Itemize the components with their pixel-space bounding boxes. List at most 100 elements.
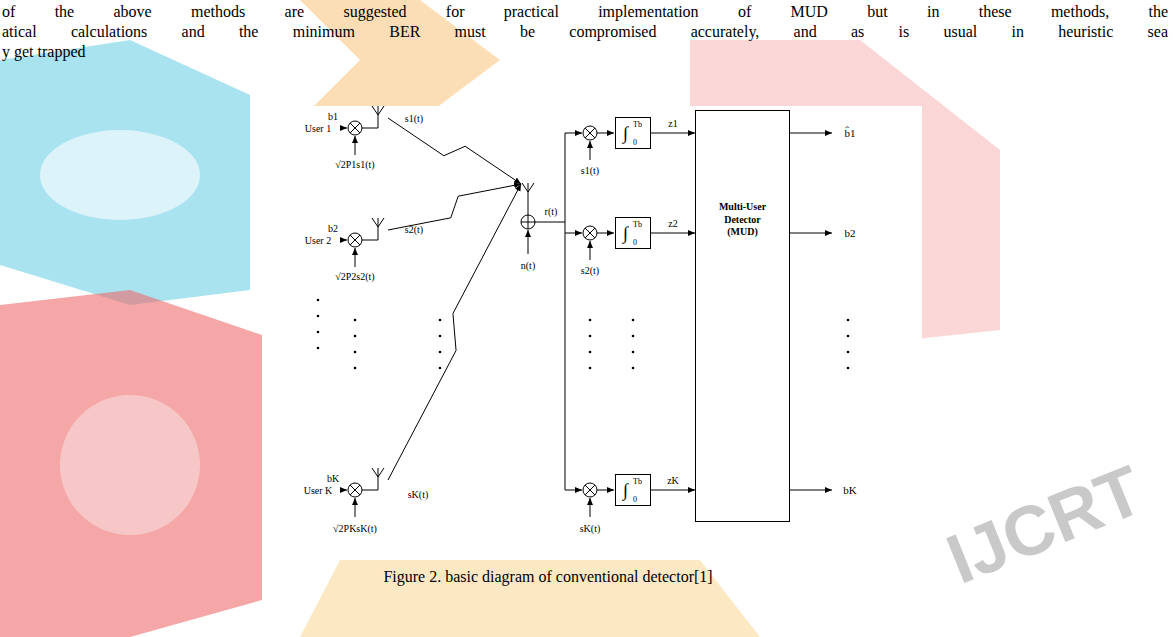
wire xyxy=(355,248,356,267)
integrator-box: ∫ Tb 0 xyxy=(615,474,651,506)
integrator-box: ∫ Tb 0 xyxy=(615,117,651,149)
multiplier-symbol xyxy=(583,483,597,497)
wire xyxy=(597,133,614,134)
ellipsis-dot xyxy=(439,319,442,322)
integral-limit: Tb xyxy=(633,121,642,129)
diagram-ground xyxy=(298,106,922,548)
ellipsis-dot xyxy=(354,335,357,338)
wire xyxy=(565,233,582,234)
sum-symbol xyxy=(521,215,535,229)
multiplier-symbol xyxy=(348,483,362,497)
wire xyxy=(378,230,379,240)
wire xyxy=(341,128,347,129)
ellipsis-dot xyxy=(354,351,357,354)
wire xyxy=(790,233,832,234)
signal-label: sK(t) xyxy=(408,489,429,500)
multiplier-symbol xyxy=(348,121,362,135)
ellipsis-dot xyxy=(847,351,850,354)
ellipsis-dot xyxy=(317,315,320,318)
signal-label: bK xyxy=(327,473,339,484)
wire xyxy=(565,133,566,490)
edge-label: z2 xyxy=(668,218,677,229)
watermark-shapes xyxy=(0,0,1000,637)
ellipsis-dot xyxy=(317,331,320,334)
wire xyxy=(341,240,347,241)
body-text: atical calculations and the minimum BER … xyxy=(2,23,1168,41)
signal-label: s1(t) xyxy=(581,165,599,176)
signal-label: sK(t) xyxy=(580,523,601,534)
signal-label: √2P1s1(t) xyxy=(335,159,374,170)
signal-label: User 1 xyxy=(305,123,331,134)
wire xyxy=(790,490,832,491)
detector-box: Multi-User Detector (MUD) xyxy=(695,110,790,522)
integral-sign: ∫ xyxy=(623,124,628,142)
integral-limit: Tb xyxy=(633,221,642,229)
ellipsis-dot xyxy=(354,319,357,322)
multiplier-symbol xyxy=(583,226,597,240)
signal-label: b̂1 xyxy=(845,127,856,139)
signal-label: User 2 xyxy=(305,235,331,246)
ellipsis-dot xyxy=(847,335,850,338)
antenna-symbol xyxy=(372,218,384,230)
multiplier-symbol xyxy=(583,126,597,140)
ellipsis-dot xyxy=(439,351,442,354)
ellipsis-dot xyxy=(589,319,592,322)
integral-sign: ∫ xyxy=(623,481,628,499)
multiplier-symbol xyxy=(585,485,595,495)
antenna-symbol xyxy=(522,183,534,195)
multiplier-symbol xyxy=(350,235,360,245)
ellipsis-dot xyxy=(847,319,850,322)
signal-label: b1 xyxy=(328,111,338,122)
radio-link xyxy=(388,184,521,230)
ellipsis-dot xyxy=(847,367,850,370)
wire xyxy=(362,240,378,241)
ellipsis-dot xyxy=(354,367,357,370)
integral-limit: Tb xyxy=(633,478,642,486)
antenna-symbol xyxy=(372,468,384,480)
wire xyxy=(590,141,591,160)
signal-label: r(t) xyxy=(545,206,558,217)
wire xyxy=(590,498,591,517)
wire xyxy=(341,490,347,491)
integral-limit: 0 xyxy=(633,239,637,247)
ellipsis-dot xyxy=(632,335,635,338)
multiplier-symbol xyxy=(350,485,360,495)
signal-label: √2P2s2(t) xyxy=(335,271,374,282)
integral-limit: 0 xyxy=(633,139,637,147)
signal-label: b2 xyxy=(845,227,856,239)
wire xyxy=(565,490,582,491)
ellipsis-dot xyxy=(589,367,592,370)
sum-symbol xyxy=(521,215,535,229)
integral-sign: ∫ xyxy=(623,224,628,242)
signal-label: s2(t) xyxy=(581,265,599,276)
wire xyxy=(528,195,529,215)
wire xyxy=(565,133,582,134)
wire xyxy=(597,490,614,491)
radio-link xyxy=(388,184,521,480)
wire xyxy=(790,133,832,134)
multiplier-symbol xyxy=(585,228,595,238)
multiplier-symbol xyxy=(585,128,595,138)
ellipsis-dot xyxy=(439,335,442,338)
ellipsis-dot xyxy=(632,367,635,370)
integral-limit: 0 xyxy=(633,496,637,504)
ellipsis-dot xyxy=(317,299,320,302)
ellipsis-dot xyxy=(632,351,635,354)
wire xyxy=(362,128,378,129)
detector-title: Multi-User Detector (MUD) xyxy=(712,201,774,239)
body-text: of the above methods are suggested for p… xyxy=(2,3,1168,21)
integrator-box: ∫ Tb 0 xyxy=(615,217,651,249)
signal-label: User K xyxy=(304,485,333,496)
signal-label: b2 xyxy=(328,223,338,234)
wire xyxy=(535,222,565,223)
wire xyxy=(590,241,591,260)
ellipsis-dot xyxy=(317,347,320,350)
wire xyxy=(378,480,379,490)
multiplier-symbol xyxy=(350,123,360,133)
ellipsis-dot xyxy=(589,351,592,354)
figure-caption: Figure 2. basic diagram of conventional … xyxy=(383,568,712,586)
signal-label: s1(t) xyxy=(405,113,423,124)
radio-link xyxy=(388,118,521,184)
wire xyxy=(528,230,529,254)
